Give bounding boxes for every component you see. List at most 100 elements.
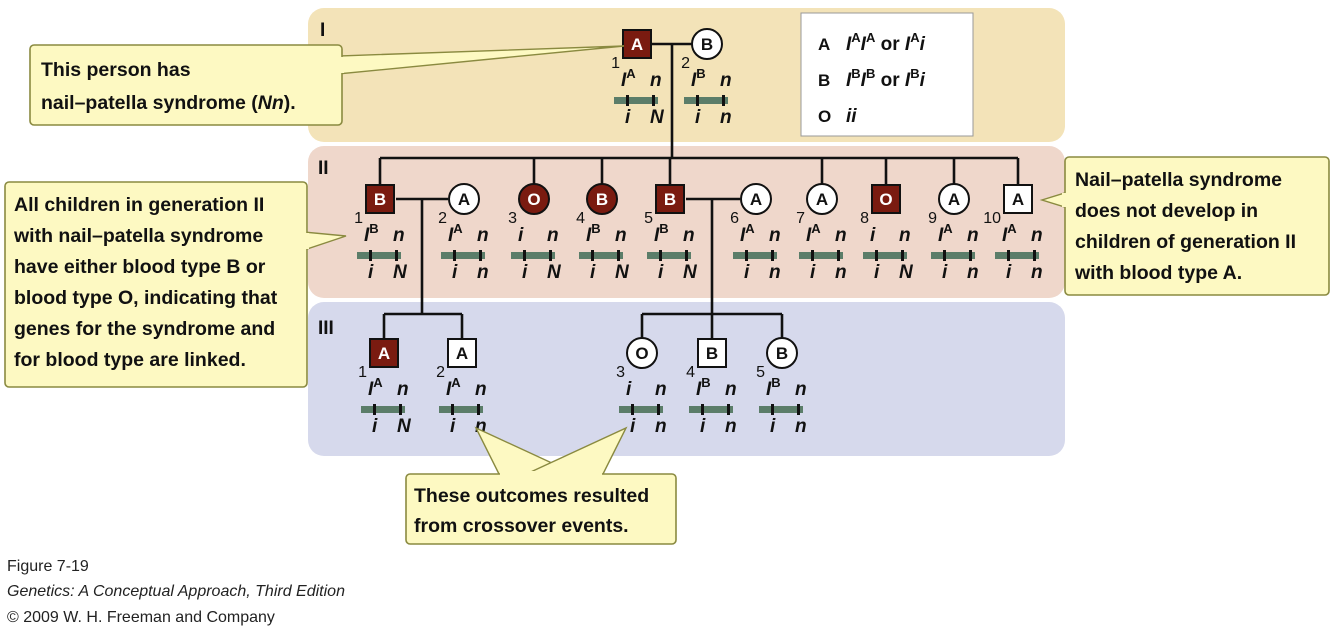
chromosome-bar: [684, 97, 728, 104]
allele-bottom-nail: N: [650, 107, 665, 128]
allele-top-nail: n: [967, 225, 979, 246]
locus-marker: [685, 250, 688, 261]
blood-type-label: O: [527, 190, 540, 209]
allele-bottom-nail: n: [720, 107, 732, 128]
male-symbol: [447, 338, 477, 368]
allele-top-nail: n: [835, 225, 847, 246]
blood-type-label: A: [456, 344, 468, 363]
allele-bottom-blood: i: [522, 262, 528, 283]
allele-top-nail: n: [720, 70, 732, 91]
allele-top-blood: i: [870, 225, 876, 246]
locus-marker: [797, 404, 800, 415]
allele-top-nail: n: [650, 70, 662, 91]
allele-bottom-blood: i: [625, 107, 631, 128]
callout-crossover-line-1: These outcomes resulted: [414, 485, 649, 507]
individual-number: 4: [686, 364, 695, 381]
callout-linked-line-5: genes for the syndrome and: [14, 318, 275, 340]
key-type-o: O: [818, 107, 831, 126]
allele-bottom-blood: i: [372, 416, 378, 437]
callout-person-has-syndrome: This person has nail–patella syndrome (N…: [29, 44, 625, 126]
locus-marker: [395, 250, 398, 261]
allele-bottom-nail: N: [615, 262, 630, 283]
locus-marker: [451, 404, 454, 415]
individual-number: 2: [436, 364, 445, 381]
locus-marker: [696, 95, 699, 106]
blood-type-label: A: [816, 190, 828, 209]
callout-person-line2: nail–patella syndrome (Nn).: [41, 92, 296, 114]
callout-linked-line-4: blood type O, indicating that: [14, 287, 278, 309]
female-symbol: [938, 183, 970, 215]
allele-bottom-blood: i: [770, 416, 776, 437]
chromosome-bar: [995, 252, 1039, 259]
locus-marker: [1007, 250, 1010, 261]
chromosome-bar: [357, 252, 401, 259]
allele-top-nail: n: [1031, 225, 1043, 246]
allele-top-nail: n: [397, 379, 409, 400]
locus-marker: [549, 250, 552, 261]
callout-linked-line-3: have either blood type B or: [14, 256, 266, 278]
individual-number: 2: [438, 210, 447, 227]
locus-marker: [727, 404, 730, 415]
callout-notdevelop-line-1: Nail–patella syndrome: [1075, 169, 1282, 191]
blood-type-label: B: [776, 344, 788, 363]
locus-marker: [1033, 250, 1036, 261]
allele-bottom-nail: n: [835, 262, 847, 283]
allele-top-nail: n: [393, 225, 405, 246]
allele-bottom-nail: N: [393, 262, 408, 283]
allele-bottom-nail: N: [547, 262, 562, 283]
individual-number: 5: [756, 364, 765, 381]
locus-marker: [631, 404, 634, 415]
blood-type-label: A: [631, 35, 643, 54]
pedigree-lines: [378, 42, 1020, 339]
key-type-a: A: [818, 35, 830, 54]
callout-notdevelop-line-3: children of generation II: [1075, 231, 1296, 253]
locus-marker: [722, 95, 725, 106]
male-symbol: [655, 184, 685, 214]
blood-type-label: B: [701, 35, 713, 54]
blood-type-label: A: [458, 190, 470, 209]
male-symbol: [369, 338, 399, 368]
callout-person-line1: This person has: [41, 59, 191, 81]
allele-bottom-nail: n: [769, 262, 781, 283]
blood-type-label: A: [1012, 190, 1024, 209]
chromosome-bar: [647, 252, 691, 259]
key-type-b: B: [818, 71, 830, 90]
male-symbol: [697, 338, 727, 368]
locus-marker: [771, 250, 774, 261]
locus-marker: [811, 250, 814, 261]
chromosome-bar: [759, 406, 803, 413]
male-symbol: [365, 184, 395, 214]
allele-top-nail: n: [769, 225, 781, 246]
chromosome-bar: [619, 406, 663, 413]
female-symbol: [766, 337, 798, 369]
female-symbol: [448, 183, 480, 215]
locus-marker: [523, 250, 526, 261]
callout-linked-line-1: All children in generation II: [14, 194, 264, 216]
locus-marker: [369, 250, 372, 261]
generation-III-band: [308, 302, 1065, 456]
allele-bottom-nail: n: [655, 416, 667, 437]
generation-I-label: I: [320, 20, 325, 41]
chromosome-bar: [799, 252, 843, 259]
allele-top-nail: n: [899, 225, 911, 246]
key-genotype-o: ii: [846, 106, 857, 127]
allele-top-nail: n: [655, 379, 667, 400]
allele-bottom-blood: i: [368, 262, 374, 283]
chromosome-bar: [614, 97, 658, 104]
allele-bottom-nail: n: [1031, 262, 1043, 283]
individual-number: 4: [576, 210, 585, 227]
locus-marker: [626, 95, 629, 106]
blood-type-label: B: [596, 190, 608, 209]
allele-top-nail: n: [615, 225, 627, 246]
chromosome-bar: [931, 252, 975, 259]
callout-notdevelop-line-4: with blood type A.: [1074, 262, 1242, 284]
allele-bottom-blood: i: [700, 416, 706, 437]
locus-marker: [479, 250, 482, 261]
male-symbol: [1003, 184, 1033, 214]
